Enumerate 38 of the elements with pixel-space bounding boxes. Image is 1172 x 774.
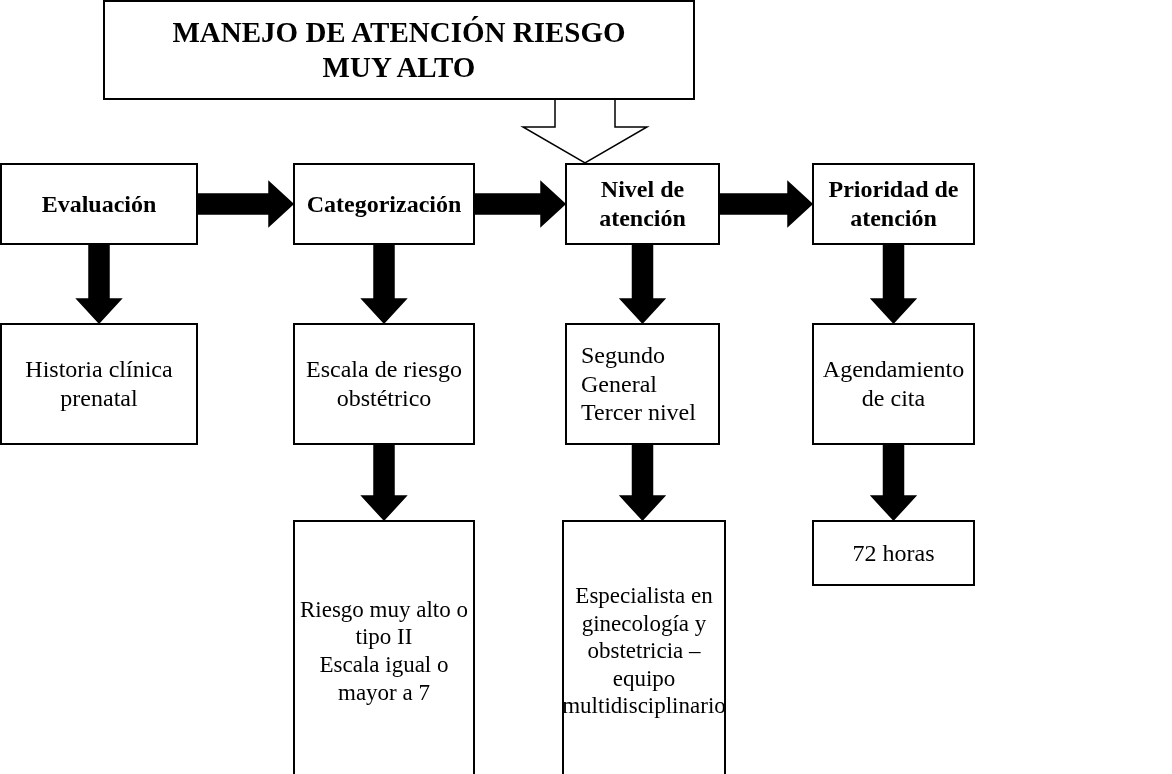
step-box xyxy=(565,163,720,245)
detail-text: Escala igual o mayor a 7 xyxy=(318,651,450,707)
step-label: Categorización xyxy=(306,189,462,219)
step-box xyxy=(293,163,475,245)
detail-text: 72 horas xyxy=(852,538,935,568)
detail-text: Especialista en ginecología y obstetricia – equipo multidisciplinario xyxy=(562,582,726,720)
detail-box xyxy=(293,323,475,445)
detail-box xyxy=(562,520,726,774)
detail-text: Escala de riesgo obstétrico xyxy=(305,355,463,413)
block-arrow xyxy=(75,244,123,325)
callout-text: MANEJO DE ATENCIÓN RIESGO MUY ALTO xyxy=(171,15,627,85)
block-arrow xyxy=(618,444,667,522)
step-label: Prioridad de atención xyxy=(827,175,960,233)
block-arrow xyxy=(197,180,295,228)
step-label: Evaluación xyxy=(41,189,157,219)
block-arrow xyxy=(360,244,408,325)
callout-arrow xyxy=(520,98,650,164)
detail-text: Riesgo muy alto o tipo II xyxy=(299,595,469,651)
title-callout xyxy=(103,0,695,100)
detail-box xyxy=(0,323,198,445)
block-arrow xyxy=(869,444,918,522)
detail-text: Agendamiento de cita xyxy=(821,355,966,413)
block-arrow xyxy=(474,180,567,228)
detail-text: General xyxy=(581,369,657,399)
block-arrow xyxy=(719,180,814,228)
step-label: Nivel de atención xyxy=(598,175,687,233)
step-box xyxy=(0,163,198,245)
block-arrow xyxy=(360,444,408,522)
detail-text: Segundo xyxy=(581,340,665,370)
detail-box xyxy=(565,323,720,445)
detail-box xyxy=(812,520,975,586)
detail-box xyxy=(293,520,475,774)
detail-text: Tercer nivel xyxy=(581,398,696,428)
detail-box xyxy=(812,323,975,445)
block-arrow xyxy=(618,244,667,325)
detail-text: Historia clínica prenatal xyxy=(24,355,174,413)
block-arrow xyxy=(869,244,918,325)
step-box xyxy=(812,163,975,245)
